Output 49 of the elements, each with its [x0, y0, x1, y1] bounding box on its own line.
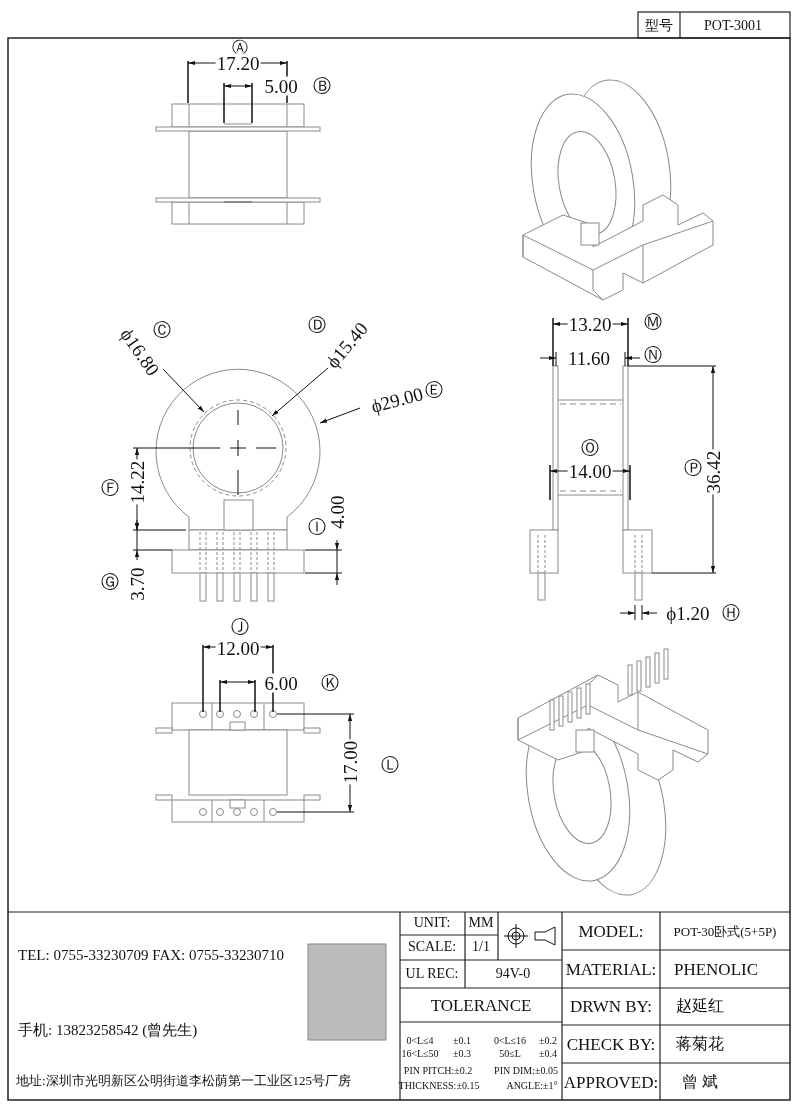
callout-letter: Ⓟ [684, 459, 702, 477]
tolerance-note: PIN DIM:±0.05 [494, 1066, 558, 1076]
callout-letter: Ⓝ [644, 346, 662, 364]
tolerance-value: ±0.1 [453, 1036, 471, 1046]
field-label: CHECK BY: [566, 1035, 656, 1053]
tolerance-value: ±0.3 [453, 1049, 471, 1059]
field-value: MM [468, 916, 494, 930]
field-value: 94V-0 [495, 967, 531, 981]
field-value: POT-30卧式(5+5P) [673, 924, 777, 938]
section-heading: TOLERANCE [430, 996, 532, 1014]
field-label: DRWN BY: [570, 997, 652, 1015]
callout-letter: Ⓜ [644, 313, 662, 331]
tolerance-range: 50≤L [499, 1049, 521, 1059]
contact-line: TEL: 0755-33230709 FAX: 0755-33230710 [18, 947, 284, 963]
field-value: PHENOLIC [673, 960, 759, 978]
callout-letter: Ⓗ [722, 604, 740, 622]
dimension-value: 5.00 [263, 76, 299, 96]
tolerance-note: ANGLE:±1° [506, 1081, 558, 1091]
callout-letter: Ⓞ [581, 439, 599, 457]
field-label: UNIT: [413, 916, 451, 930]
field-label: SCALE: [407, 940, 457, 954]
callout-letter: Ⓛ [381, 756, 399, 774]
contact-line: 手机: 13823258542 (曾先生) [18, 1022, 198, 1038]
tolerance-value: ±0.2 [539, 1036, 557, 1046]
model-number: POT-3001 [704, 19, 762, 33]
tolerance-range: 0<L≤4 [406, 1036, 434, 1046]
tolerance-range: 16<L≤50 [401, 1049, 439, 1059]
callout-letter: Ⓔ [425, 381, 443, 399]
field-value: 1/1 [472, 940, 490, 954]
field-label: MODEL: [578, 922, 644, 940]
tolerance-note: PIN PITCH:±0.2 [403, 1066, 473, 1076]
callout-letter: Ⓕ [101, 479, 119, 497]
field-label: MATERIAL: [565, 960, 657, 978]
field-value: 蒋菊花 [676, 1036, 724, 1052]
field-value: 赵延红 [676, 998, 724, 1014]
field-label: APPROVED: [563, 1073, 659, 1091]
field-label: UL REC: [405, 967, 459, 981]
address-line: 地址:深圳市光明新区公明街道李松荫第一工业区125号厂房 [16, 1073, 352, 1087]
field-value: 曾 斌 [682, 1074, 718, 1090]
tolerance-range: 0<L≤16 [493, 1036, 527, 1046]
callout-letter: Ⓘ [308, 518, 326, 536]
callout-letter: Ⓚ [321, 674, 339, 692]
field-label: 型号 [645, 19, 673, 33]
dimension-value: 17.20 [215, 53, 261, 73]
callout-letter: Ⓖ [101, 573, 119, 591]
callout-letter: Ⓑ [313, 77, 331, 95]
callout-letter: Ⓙ [231, 618, 249, 636]
dimension-value: 6.00 [263, 673, 299, 693]
tolerance-value: ±0.4 [539, 1049, 557, 1059]
